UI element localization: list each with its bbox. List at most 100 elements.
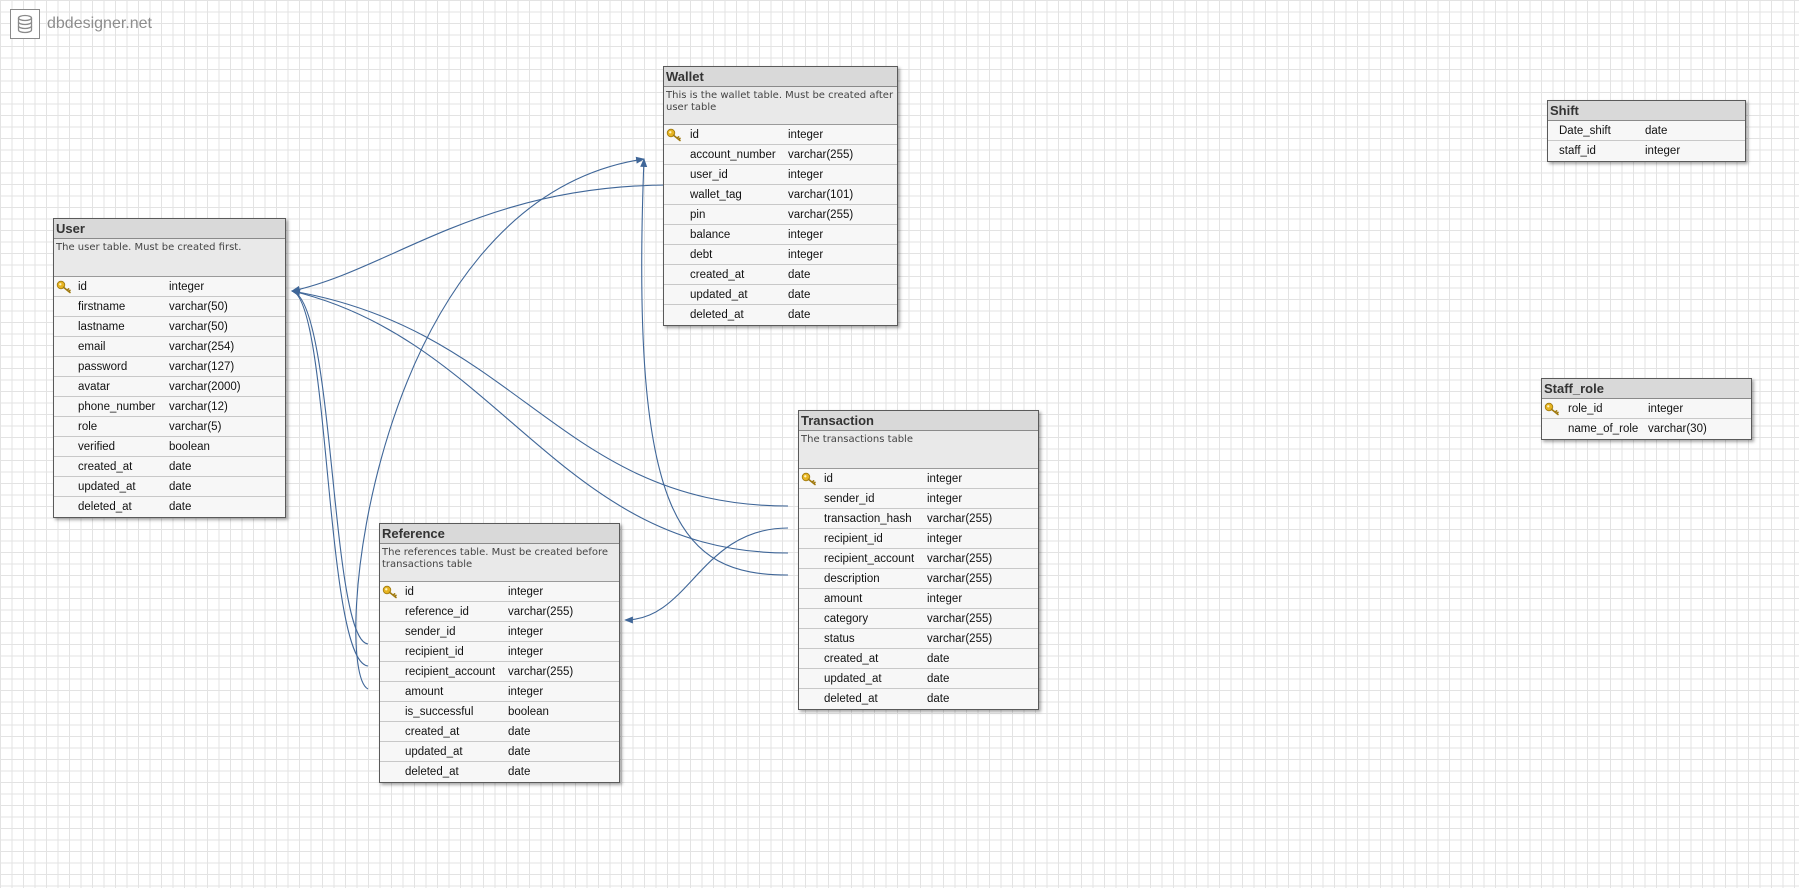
field-row-avatar[interactable]: avatar varchar(2000) [54,377,285,397]
field-type: date [169,460,192,473]
field-name: id [690,128,699,141]
field-name: debt [690,248,713,261]
field-type: varchar(255) [927,552,993,565]
field-type: varchar(255) [788,208,854,221]
field-name: role [78,420,98,433]
table-title[interactable]: Reference [380,524,619,544]
link-transaction-hash-to-reference-id [624,527,789,624]
field-row-reference-id[interactable]: reference_id varchar(255) [380,602,619,622]
field-type: integer [927,472,963,485]
field-type: varchar(254) [169,340,235,353]
field-type: varchar(2000) [169,380,241,393]
field-name: recipient_account [405,665,496,678]
field-name: verified [78,440,116,453]
field-type: integer [927,592,963,605]
field-type: integer [169,280,205,293]
field-name: is_successful [405,705,474,718]
field-type: date [169,501,192,513]
table-title[interactable]: Wallet [664,67,897,87]
field-name: id [405,585,414,598]
field-type: date [508,745,531,758]
field-name: reference_id [405,605,469,618]
table-wallet[interactable]: Wallet This is the wallet table. Must be… [663,66,898,326]
primary-key-icon [1544,402,1559,416]
field-name: avatar [78,380,110,393]
table-description: The transactions table [799,431,1038,469]
table-reference[interactable]: Reference The references table. Must be … [379,523,620,783]
primary-key-icon [56,280,71,294]
field-name: Date_shift [1559,124,1611,137]
table-title[interactable]: Shift [1548,101,1745,121]
field-name: wallet_tag [690,188,742,201]
field-type: date [169,480,192,493]
field-type: varchar(30) [1648,423,1707,435]
field-name: created_at [690,268,745,281]
field-row-recipient-account[interactable]: recipient_account varchar(255) [380,662,619,682]
field-type: date [788,309,811,321]
logo[interactable]: dbdesigner.net [10,9,152,39]
table-user[interactable]: User The user table. Must be created fir… [53,218,286,518]
field-row-role[interactable]: role varchar(5) [54,417,285,437]
table-title[interactable]: User [54,219,285,239]
table-title[interactable]: Staff_role [1542,379,1751,399]
field-type: varchar(255) [508,605,574,618]
field-type: varchar(255) [508,665,574,678]
field-name: recipient_account [824,552,915,565]
table-title[interactable]: Transaction [799,411,1038,431]
link-reference-sender-to-user-id [291,289,369,645]
field-row-recipient-account[interactable]: recipient_account varchar(255) [799,549,1038,569]
primary-key-icon [666,128,681,142]
field-type: varchar(5) [169,420,222,433]
link-wallet-user-id-to-user-id [291,184,671,293]
field-type: varchar(255) [788,148,854,161]
